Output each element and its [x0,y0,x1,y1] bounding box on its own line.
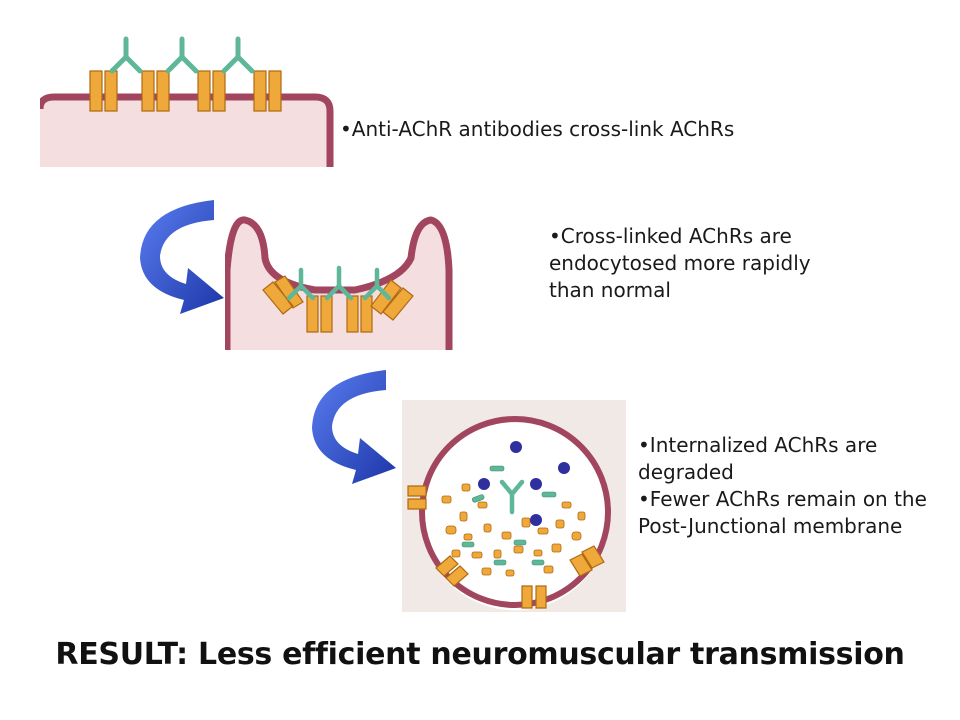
caption-step1: •Anti-AChR antibodies cross-link AChRs [340,116,734,143]
caption-line: •Fewer AChRs remain on the [638,487,927,511]
caption-line: Post-Junctional membrane [638,514,903,538]
achr-receptor [89,70,282,112]
caption-line: endocytosed more rapidly [549,251,811,275]
cell-membrane [40,93,334,167]
caption-step3: •Internalized AChRs are degraded •Fewer … [638,432,927,540]
curved-arrow-icon [140,200,224,314]
panel-endocytosis [225,210,465,350]
antibody [109,36,255,74]
achr-receptor [407,485,605,609]
caption-line: •Internalized AChRs are [638,433,878,457]
cell-cytoplasm [40,97,330,167]
antibody [499,479,525,515]
caption-step2: •Cross-linked AChRs are endocytosed more… [549,223,811,304]
curved-arrow-icon [312,370,396,484]
caption-line: than normal [549,278,671,302]
antibody [286,265,392,301]
vesicle-membrane [419,416,611,608]
caption-line: •Cross-linked AChRs are [549,224,792,248]
degraded-fragments [441,483,586,577]
caption-line: •Anti-AChR antibodies cross-link AChRs [340,117,735,141]
panel-crosslinking [40,25,340,167]
caption-line: degraded [638,460,734,484]
antibody-fragments [461,465,557,566]
protease-dots [478,441,570,526]
panel-degradation [402,400,626,612]
result-heading: RESULT: Less efficient neuromuscular tra… [55,637,905,672]
